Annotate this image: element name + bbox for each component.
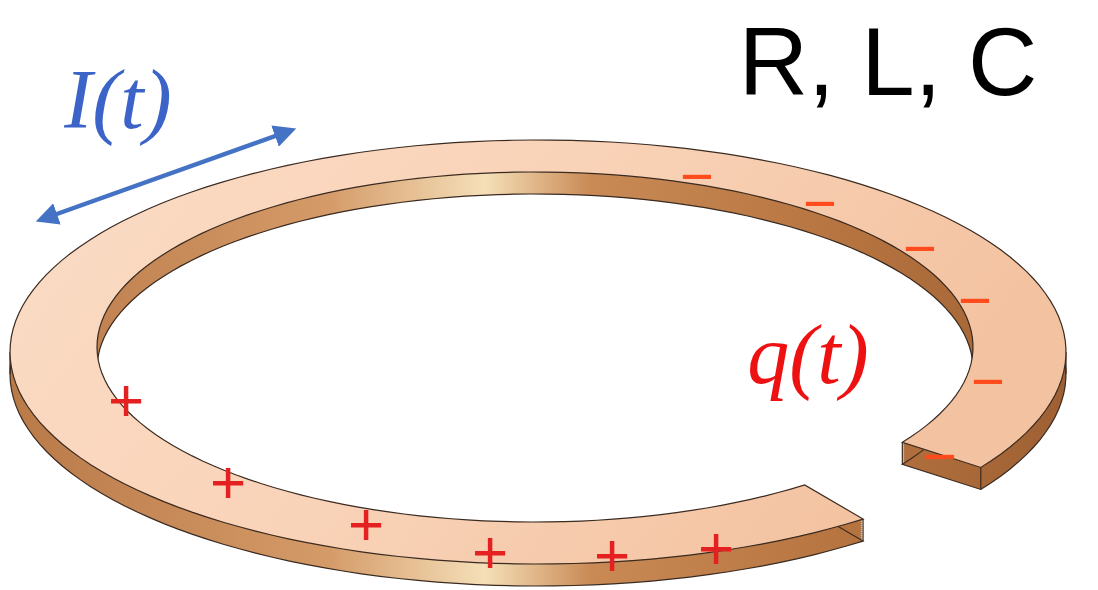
ring-edge bbox=[980, 467, 981, 489]
ring-edge bbox=[902, 442, 903, 464]
minus-charge: − bbox=[903, 219, 937, 277]
ring-edge bbox=[862, 519, 863, 541]
minus-charge: − bbox=[958, 271, 992, 329]
double-arrow bbox=[40, 130, 292, 220]
ring-top-face bbox=[10, 140, 1066, 564]
plus-charge: + bbox=[594, 524, 630, 586]
current-label: I(t) bbox=[64, 58, 171, 142]
minus-charge: − bbox=[923, 427, 957, 485]
plus-charge: + bbox=[348, 493, 384, 555]
minus-charge: − bbox=[971, 352, 1005, 410]
charge-label: q(t) bbox=[747, 313, 868, 397]
minus-charge: − bbox=[803, 174, 837, 232]
plus-charge: + bbox=[472, 521, 508, 583]
minus-charge: − bbox=[680, 147, 714, 205]
plus-charge: + bbox=[698, 517, 734, 579]
circuit-parameters: R, L, C bbox=[739, 14, 1038, 110]
plus-charge: + bbox=[210, 451, 246, 513]
plus-charge: + bbox=[108, 369, 144, 431]
